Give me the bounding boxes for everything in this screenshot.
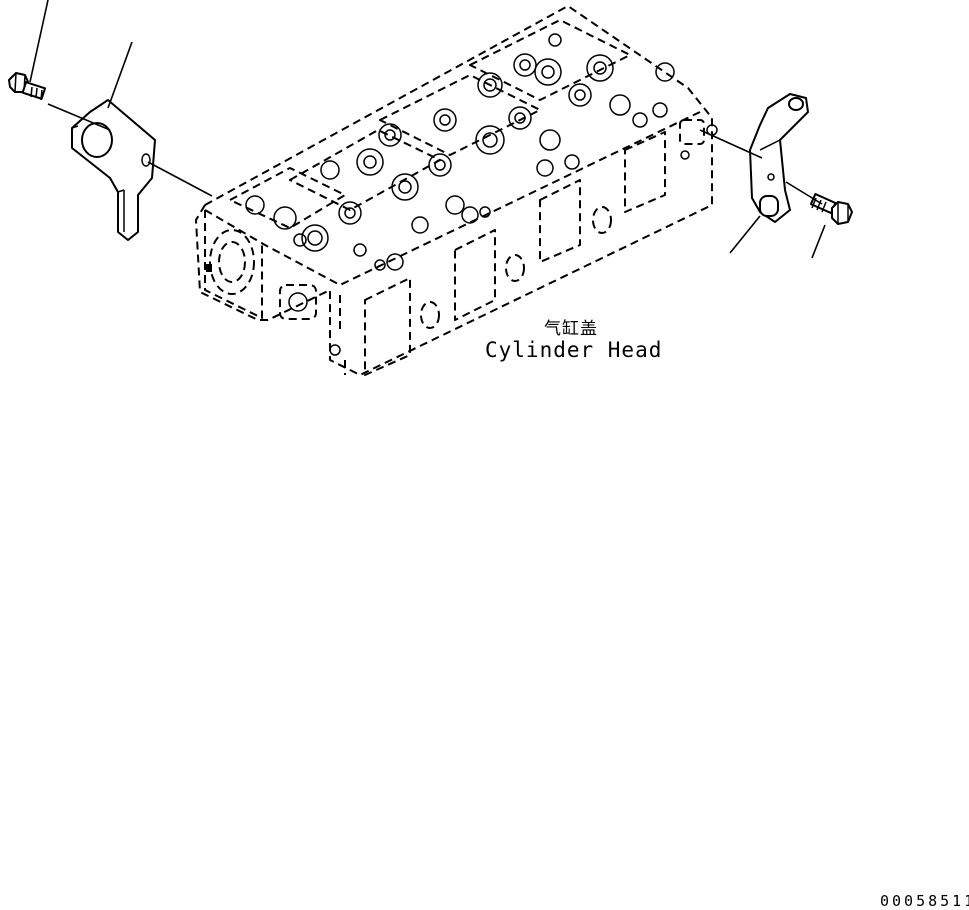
right-bolt — [809, 193, 853, 225]
valve-bay-3 — [379, 72, 561, 156]
left-bolt — [8, 72, 47, 101]
valve-bay-4 — [469, 19, 675, 116]
left-hanger-bracket — [71, 99, 156, 241]
assembly-lines — [47, 103, 823, 205]
valve-bay-2 — [289, 123, 465, 234]
valve-bay-1 — [229, 148, 384, 252]
head-bolt-bosses — [293, 102, 668, 271]
drawing-number: 00058511 — [880, 892, 969, 910]
right-hanger-bracket — [749, 93, 809, 223]
leader-lines — [29, 0, 826, 259]
part-name-english: Cylinder Head — [485, 338, 663, 362]
part-name-chinese: 气缸盖 — [544, 319, 598, 339]
side-ports — [329, 119, 718, 376]
cylinder-head — [195, 5, 718, 376]
